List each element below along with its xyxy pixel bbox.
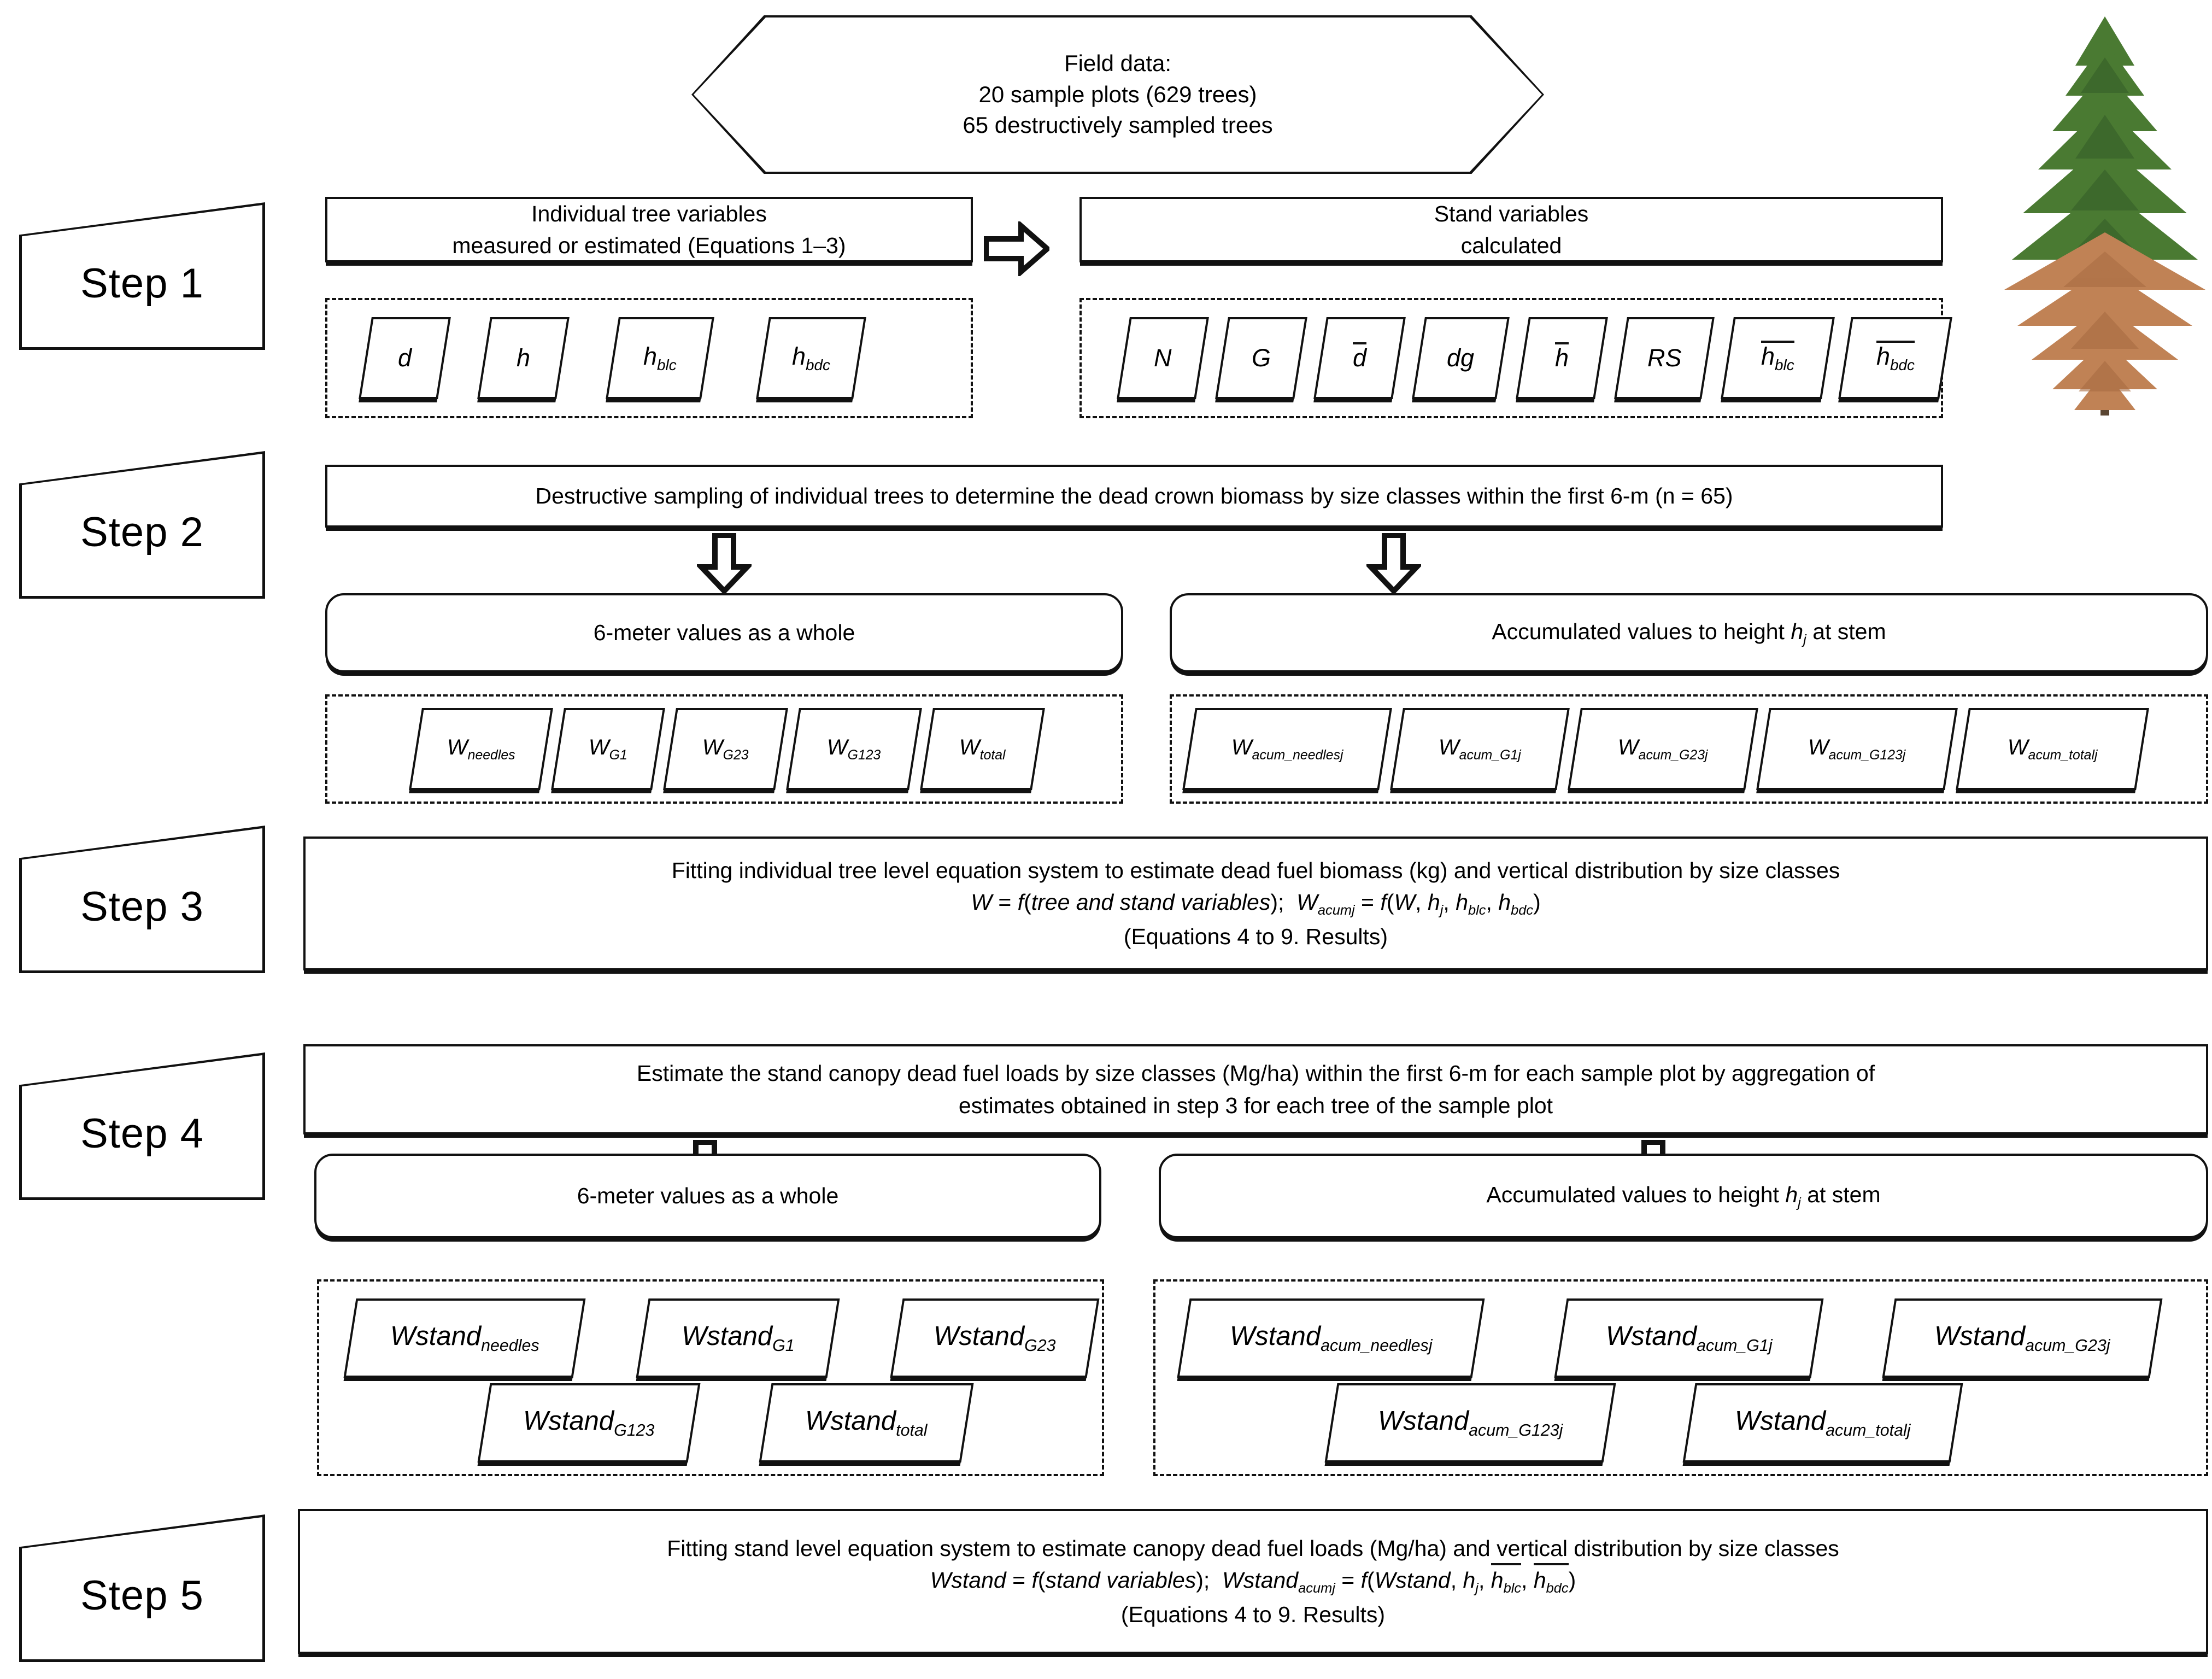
variable-Wstand-total: Wstandtotal xyxy=(759,1383,974,1462)
block-arrow-down-icon xyxy=(697,533,752,593)
variable-Wstand-acum-G1j: Wstandacum_G1j xyxy=(1554,1298,1824,1378)
step-4-header-line-1: Estimate the stand canopy dead fuel load… xyxy=(636,1061,1875,1086)
field-data-hexagon: Field data: 20 sample plots (629 trees) … xyxy=(691,15,1544,174)
step-4-header-box: Estimate the stand canopy dead fuel load… xyxy=(303,1044,2208,1134)
variable-W-acum-G1j: Wacum_G1j xyxy=(1390,708,1570,790)
step-4-right-title-box: Accumulated values to height hj at stem xyxy=(1159,1154,2208,1238)
step-4-left-title-box: 6-meter values as a whole xyxy=(314,1154,1101,1238)
variable-Wstand-needles: Wstandneedles xyxy=(343,1298,586,1378)
step-3-label-shape: Step 3 xyxy=(19,826,265,973)
step-1-tree-variables-box: Individual tree variables measured or es… xyxy=(325,197,973,262)
step-1-label: Step 1 xyxy=(80,260,204,307)
step-4-right-title: Accumulated values to height hj at stem xyxy=(1486,1182,1881,1211)
step-3-line-2: W = f(tree and stand variables); Wacumj … xyxy=(971,890,1541,919)
variable-Wstand-G23: WstandG23 xyxy=(890,1298,1100,1378)
variable-RS: RS xyxy=(1614,317,1715,399)
variable-Wstand-acum-G123j: Wstandacum_G123j xyxy=(1324,1383,1616,1462)
step-2-right-title: Accumulated values to height hj at stem xyxy=(1492,619,1886,648)
variable-Wstand-acum-totalj: Wstandacum_totalj xyxy=(1682,1383,1963,1462)
variable-h-mean: h xyxy=(1516,317,1608,399)
step-2-header-text: Destructive sampling of individual trees… xyxy=(535,483,1733,509)
variable-h-bdc: hbdc xyxy=(756,317,866,399)
conifer-tree-icon xyxy=(2004,16,2205,416)
field-data-line-2: 20 sample plots (629 trees) xyxy=(978,81,1257,107)
step-4-label-shape: Step 4 xyxy=(19,1052,265,1200)
variable-W-total: Wtotal xyxy=(920,708,1045,790)
variable-W-acum-G123j: Wacum_G123j xyxy=(1756,708,1958,790)
step-2-label: Step 2 xyxy=(80,508,204,555)
step-3-content-box: Fitting individual tree level equation s… xyxy=(303,836,2208,970)
block-arrow-right-icon xyxy=(984,221,1049,276)
variable-W-acum-needlesj: Wacum_needlesj xyxy=(1182,708,1392,790)
step-1-stand-variables-line-2: calculated xyxy=(1460,233,1562,258)
field-data-line-1: Field data: xyxy=(1064,50,1172,76)
step-5-label: Step 5 xyxy=(80,1572,204,1619)
step-1-tree-variables-line-2: measured or estimated (Equations 1–3) xyxy=(452,233,846,258)
step-5-content-box: Fitting stand level equation system to e… xyxy=(298,1509,2208,1654)
step-4-left-title: 6-meter values as a whole xyxy=(577,1183,839,1209)
step-3-line-3: (Equations 4 to 9. Results) xyxy=(1123,923,1388,949)
block-arrow-down-icon xyxy=(1366,533,1421,593)
step-5-line-1: Fitting stand level equation system to e… xyxy=(667,1536,1839,1561)
step-5-line-3: (Equations 4 to 9. Results) xyxy=(1120,1601,1386,1627)
step-1-stand-variables-box: Stand variables calculated xyxy=(1079,197,1943,262)
variable-Wstand-G123: WstandG123 xyxy=(477,1383,701,1462)
step-5-label-shape: Step 5 xyxy=(19,1514,265,1662)
step-3-line-1: Fitting individual tree level equation s… xyxy=(671,858,1840,884)
variable-W-G23: WG23 xyxy=(663,708,788,790)
variable-Wstand-acum-needlesj: Wstandacum_needlesj xyxy=(1177,1298,1485,1378)
variable-W-acum-G23j: Wacum_G23j xyxy=(1568,708,1758,790)
variable-d: d xyxy=(359,317,451,399)
variable-Wstand-G1: WstandG1 xyxy=(636,1298,840,1378)
variable-h-bdc-mean: hbdc xyxy=(1838,317,1952,399)
variable-N: N xyxy=(1117,317,1209,399)
step-2-left-title: 6-meter values as a whole xyxy=(593,620,855,646)
variable-G: G xyxy=(1215,317,1307,399)
step-1-stand-variables-line-1: Stand variables xyxy=(1434,201,1589,226)
step-4-header-line-2: estimates obtained in step 3 for each tr… xyxy=(958,1092,1553,1118)
variable-h-blc-mean: hblc xyxy=(1721,317,1835,399)
step-2-right-title-box: Accumulated values to height hj at stem xyxy=(1170,593,2208,672)
variable-W-G123: WG123 xyxy=(786,708,922,790)
step-2-header-box: Destructive sampling of individual trees… xyxy=(325,465,1943,528)
step-3-label: Step 3 xyxy=(80,883,204,930)
variable-W-G1: WG1 xyxy=(551,708,665,790)
step-1-label-shape: Step 1 xyxy=(19,202,265,350)
variable-h-blc: hblc xyxy=(606,317,714,399)
variable-W-needles: Wneedles xyxy=(409,708,553,790)
field-data-line-3: 65 destructively sampled trees xyxy=(963,112,1273,138)
variable-W-acum-totalj: Wacum_totalj xyxy=(1956,708,2149,790)
step-1-tree-variables-line-1: Individual tree variables xyxy=(531,201,767,226)
step-2-left-title-box: 6-meter values as a whole xyxy=(325,593,1123,672)
variable-Wstand-acum-G23j: Wstandacum_G23j xyxy=(1882,1298,2163,1378)
variable-d-mean: d xyxy=(1313,317,1406,399)
variable-h: h xyxy=(477,317,570,399)
variable-dg: dg xyxy=(1412,317,1510,399)
step-5-line-2: Wstand = f(stand variables); Wstandacumj… xyxy=(667,1563,1839,1598)
step-4-label: Step 4 xyxy=(80,1110,204,1157)
step-2-label-shape: Step 2 xyxy=(19,451,265,599)
